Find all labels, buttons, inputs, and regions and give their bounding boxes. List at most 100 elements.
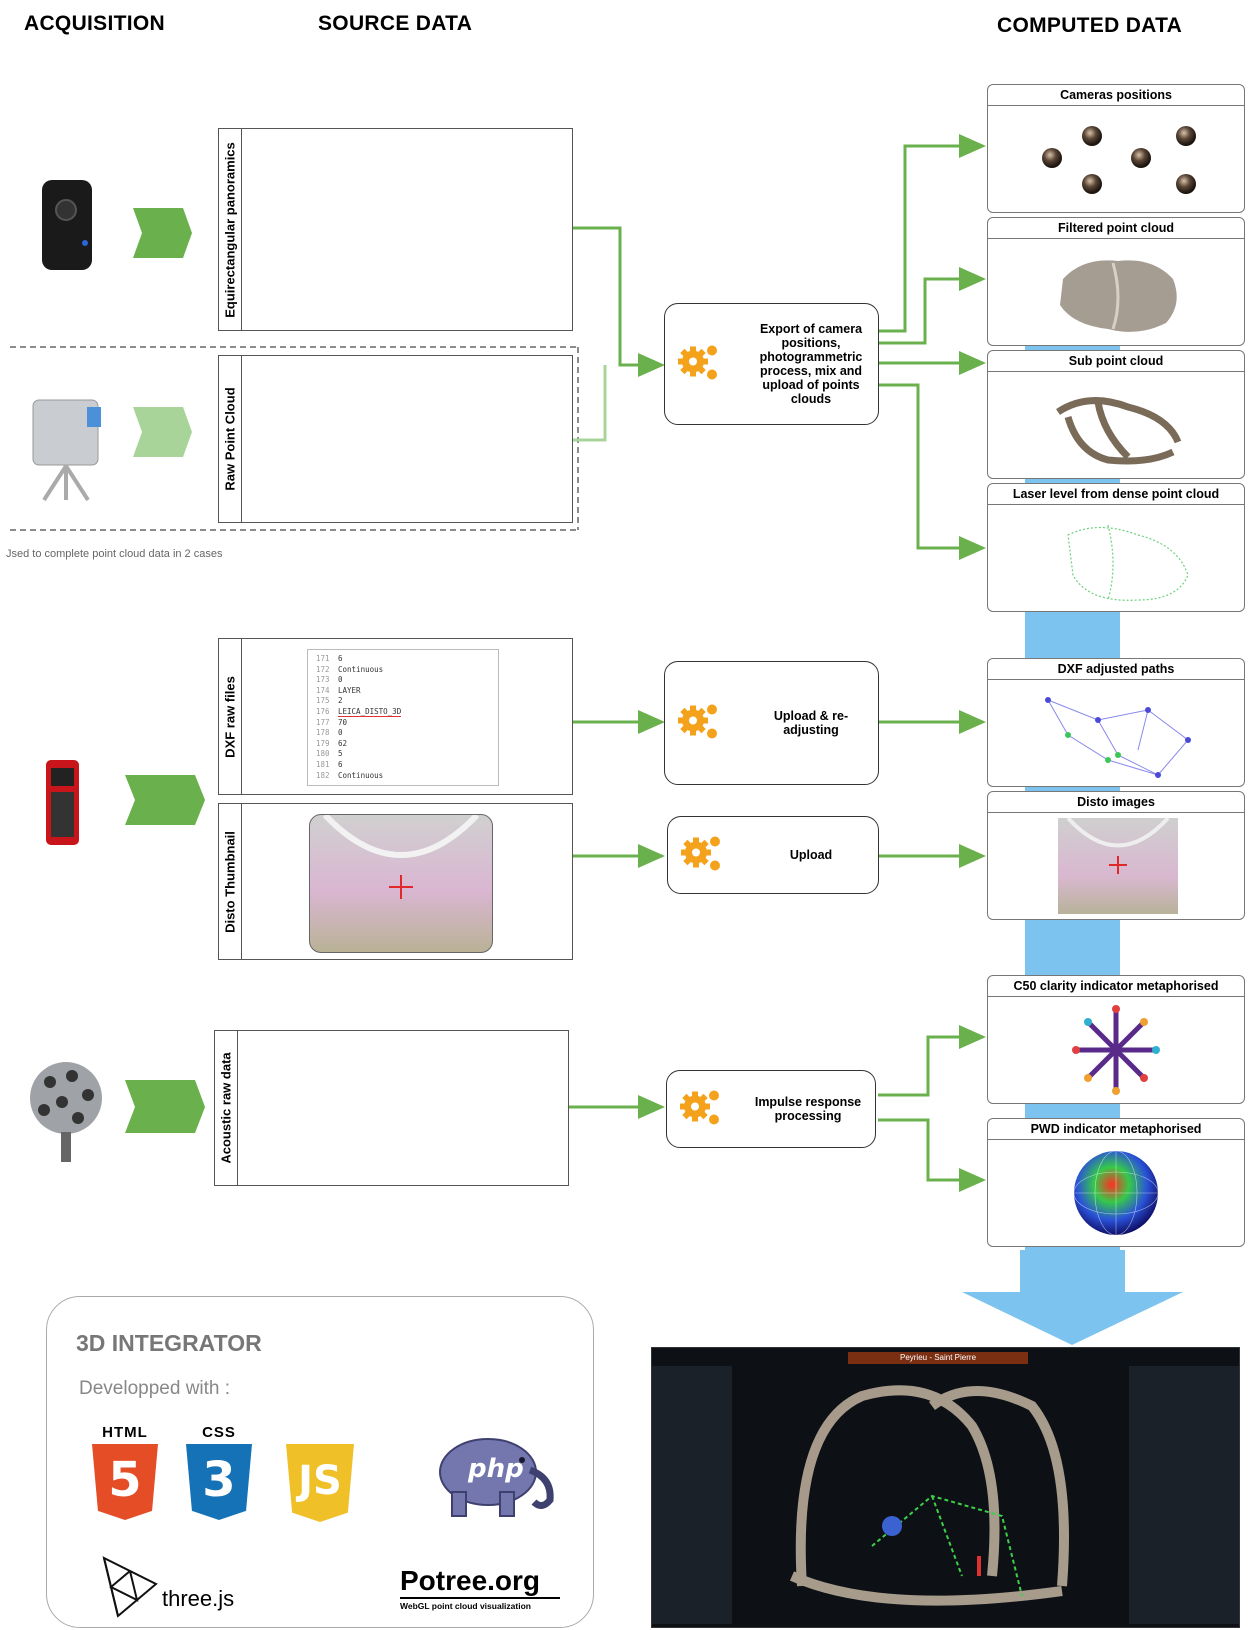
php-logo: php bbox=[430, 1430, 560, 1520]
camera-positions-image bbox=[1042, 126, 1196, 194]
dxf-line-number: 182 bbox=[316, 770, 330, 780]
dxf-line-text: LAYER bbox=[338, 685, 361, 695]
output-pwd: PWD indicator metaphorised bbox=[987, 1118, 1245, 1247]
pwd-indicator-image bbox=[1073, 1150, 1159, 1236]
dxf-line-number: 180 bbox=[316, 749, 330, 759]
process-photogrammetry-label: Export of camera positions, photogrammet… bbox=[759, 322, 863, 406]
integrator-subtitle: Developped with : bbox=[79, 1378, 231, 1399]
note-point-cloud-cases: Jsed to complete point cloud data in 2 c… bbox=[6, 548, 223, 560]
source-box-panoramics: Equirectangular panoramics bbox=[218, 128, 573, 331]
source-label-dxf: DXF raw files bbox=[222, 675, 238, 758]
microphone-sphere-icon bbox=[30, 1062, 102, 1162]
threejs-triangle-icon bbox=[102, 1556, 158, 1618]
threejs-logo: three.js bbox=[100, 1554, 250, 1620]
dxf-line-text: 0 bbox=[338, 675, 343, 685]
c50-indicator-image bbox=[1072, 1005, 1160, 1095]
javascript-logo: JS bbox=[286, 1444, 354, 1522]
source-label-acoustic: Acoustic raw data bbox=[218, 1052, 234, 1164]
disto-meter-icon bbox=[46, 760, 79, 845]
dxf-line-number: 171 bbox=[316, 654, 330, 663]
source-box-acoustic: Acoustic raw data bbox=[214, 1030, 569, 1186]
output-laser-title: Laser level from dense point cloud bbox=[988, 484, 1244, 505]
header-acquisition: ACQUISITION bbox=[24, 12, 165, 35]
gear-icon bbox=[675, 697, 723, 750]
crosshair-icon bbox=[322, 815, 480, 899]
output-c50-title: C50 clarity indicator metaphorised bbox=[988, 976, 1244, 997]
chevron-arrow-4 bbox=[125, 1080, 205, 1133]
output-filtered-title: Filtered point cloud bbox=[988, 218, 1244, 239]
output-disto-images: Disto images bbox=[987, 791, 1245, 920]
laser-scanner-icon bbox=[32, 399, 101, 502]
dxf-line: 176 LEICA_DISTO_3D bbox=[316, 706, 498, 718]
dxf-line: 182 Continuous bbox=[316, 771, 498, 782]
chevron-arrow-2 bbox=[133, 407, 192, 457]
integrator-title: 3D INTEGRATOR bbox=[76, 1330, 262, 1356]
laser-level-image bbox=[1067, 524, 1189, 601]
chevron-arrow-3 bbox=[125, 775, 205, 825]
gear-icon bbox=[677, 1083, 725, 1136]
process-upload: Upload bbox=[667, 816, 879, 894]
blue-down-arrow bbox=[962, 1250, 1183, 1345]
dxf-line-number: 181 bbox=[316, 759, 330, 769]
dxf-line-number: 175 bbox=[316, 696, 330, 706]
process-readjust-label: Upload & re-adjusting bbox=[773, 709, 849, 737]
camera-360-icon bbox=[42, 180, 92, 270]
viewer-sidebar-right bbox=[1129, 1366, 1239, 1624]
dxf-line: 174 LAYER bbox=[316, 686, 498, 697]
dxf-line-number: 174 bbox=[316, 685, 330, 695]
gear-icon bbox=[675, 338, 723, 391]
output-dxf-paths: DXF adjusted paths bbox=[987, 658, 1245, 787]
output-sub: Sub point cloud bbox=[987, 350, 1245, 479]
dxf-line-text: Continuous bbox=[338, 770, 384, 780]
output-sub-title: Sub point cloud bbox=[988, 351, 1244, 372]
output-laser: Laser level from dense point cloud bbox=[987, 483, 1245, 612]
dxf-line: 177 70 bbox=[316, 718, 498, 729]
potree-logo: Potree.org WebGL point cloud visualizati… bbox=[400, 1565, 560, 1615]
dxf-paths-image bbox=[1045, 697, 1191, 778]
filtered-cloud-image bbox=[1060, 260, 1177, 332]
output-pwd-title: PWD indicator metaphorised bbox=[988, 1119, 1244, 1140]
dxf-line-number: 173 bbox=[316, 675, 330, 685]
dxf-line-text: 5 bbox=[338, 749, 343, 759]
process-readjust: Upload & re-adjusting bbox=[664, 661, 879, 785]
css3-logo: CSS 3 bbox=[182, 1424, 256, 1524]
dxf-line-text: 6 bbox=[338, 759, 343, 769]
html5-logo: HTML 5 bbox=[88, 1424, 162, 1524]
dxf-line-text: 62 bbox=[338, 738, 348, 748]
dxf-line-text: LEICA_DISTO_3D bbox=[338, 706, 402, 717]
output-c50: C50 clarity indicator metaphorised bbox=[987, 975, 1245, 1104]
viewer-3d-scene bbox=[789, 1385, 1069, 1606]
process-upload-label: Upload bbox=[789, 848, 833, 862]
elephant-icon bbox=[439, 1438, 554, 1517]
viewer-sidebar-left bbox=[652, 1366, 732, 1624]
process-impulse-label: Impulse response processing bbox=[754, 1095, 862, 1123]
potree-viewer-screenshot: Peyrieu - Saint Pierre bbox=[651, 1347, 1240, 1628]
process-impulse: Impulse response processing bbox=[666, 1070, 876, 1148]
source-label-disto: Disto Thumbnail bbox=[222, 830, 238, 933]
source-box-raw-cloud: Raw Point Cloud bbox=[218, 355, 573, 523]
chevron-arrow-1 bbox=[133, 208, 192, 258]
output-cameras: Cameras positions bbox=[987, 84, 1245, 213]
output-cameras-title: Cameras positions bbox=[988, 85, 1244, 106]
disto-image-thumbnail bbox=[1058, 818, 1178, 914]
dxf-line-text: 70 bbox=[338, 717, 348, 727]
dxf-line-number: 176 bbox=[316, 706, 330, 716]
output-dxf-paths-title: DXF adjusted paths bbox=[988, 659, 1244, 680]
dxf-line-text: 2 bbox=[338, 696, 343, 706]
process-photogrammetry: Export of camera positions, photogrammet… bbox=[664, 303, 879, 425]
dxf-line-number: 177 bbox=[316, 717, 330, 727]
dxf-line-text: Continuous bbox=[338, 664, 384, 674]
dxf-line-text: 6 bbox=[338, 654, 343, 663]
sub-cloud-image bbox=[1056, 397, 1182, 465]
dxf-line: 179 62 bbox=[316, 739, 498, 750]
source-label-raw-cloud: Raw Point Cloud bbox=[222, 387, 238, 491]
header-computed-data: COMPUTED DATA bbox=[997, 14, 1183, 37]
dxf-line-number: 179 bbox=[316, 738, 330, 748]
